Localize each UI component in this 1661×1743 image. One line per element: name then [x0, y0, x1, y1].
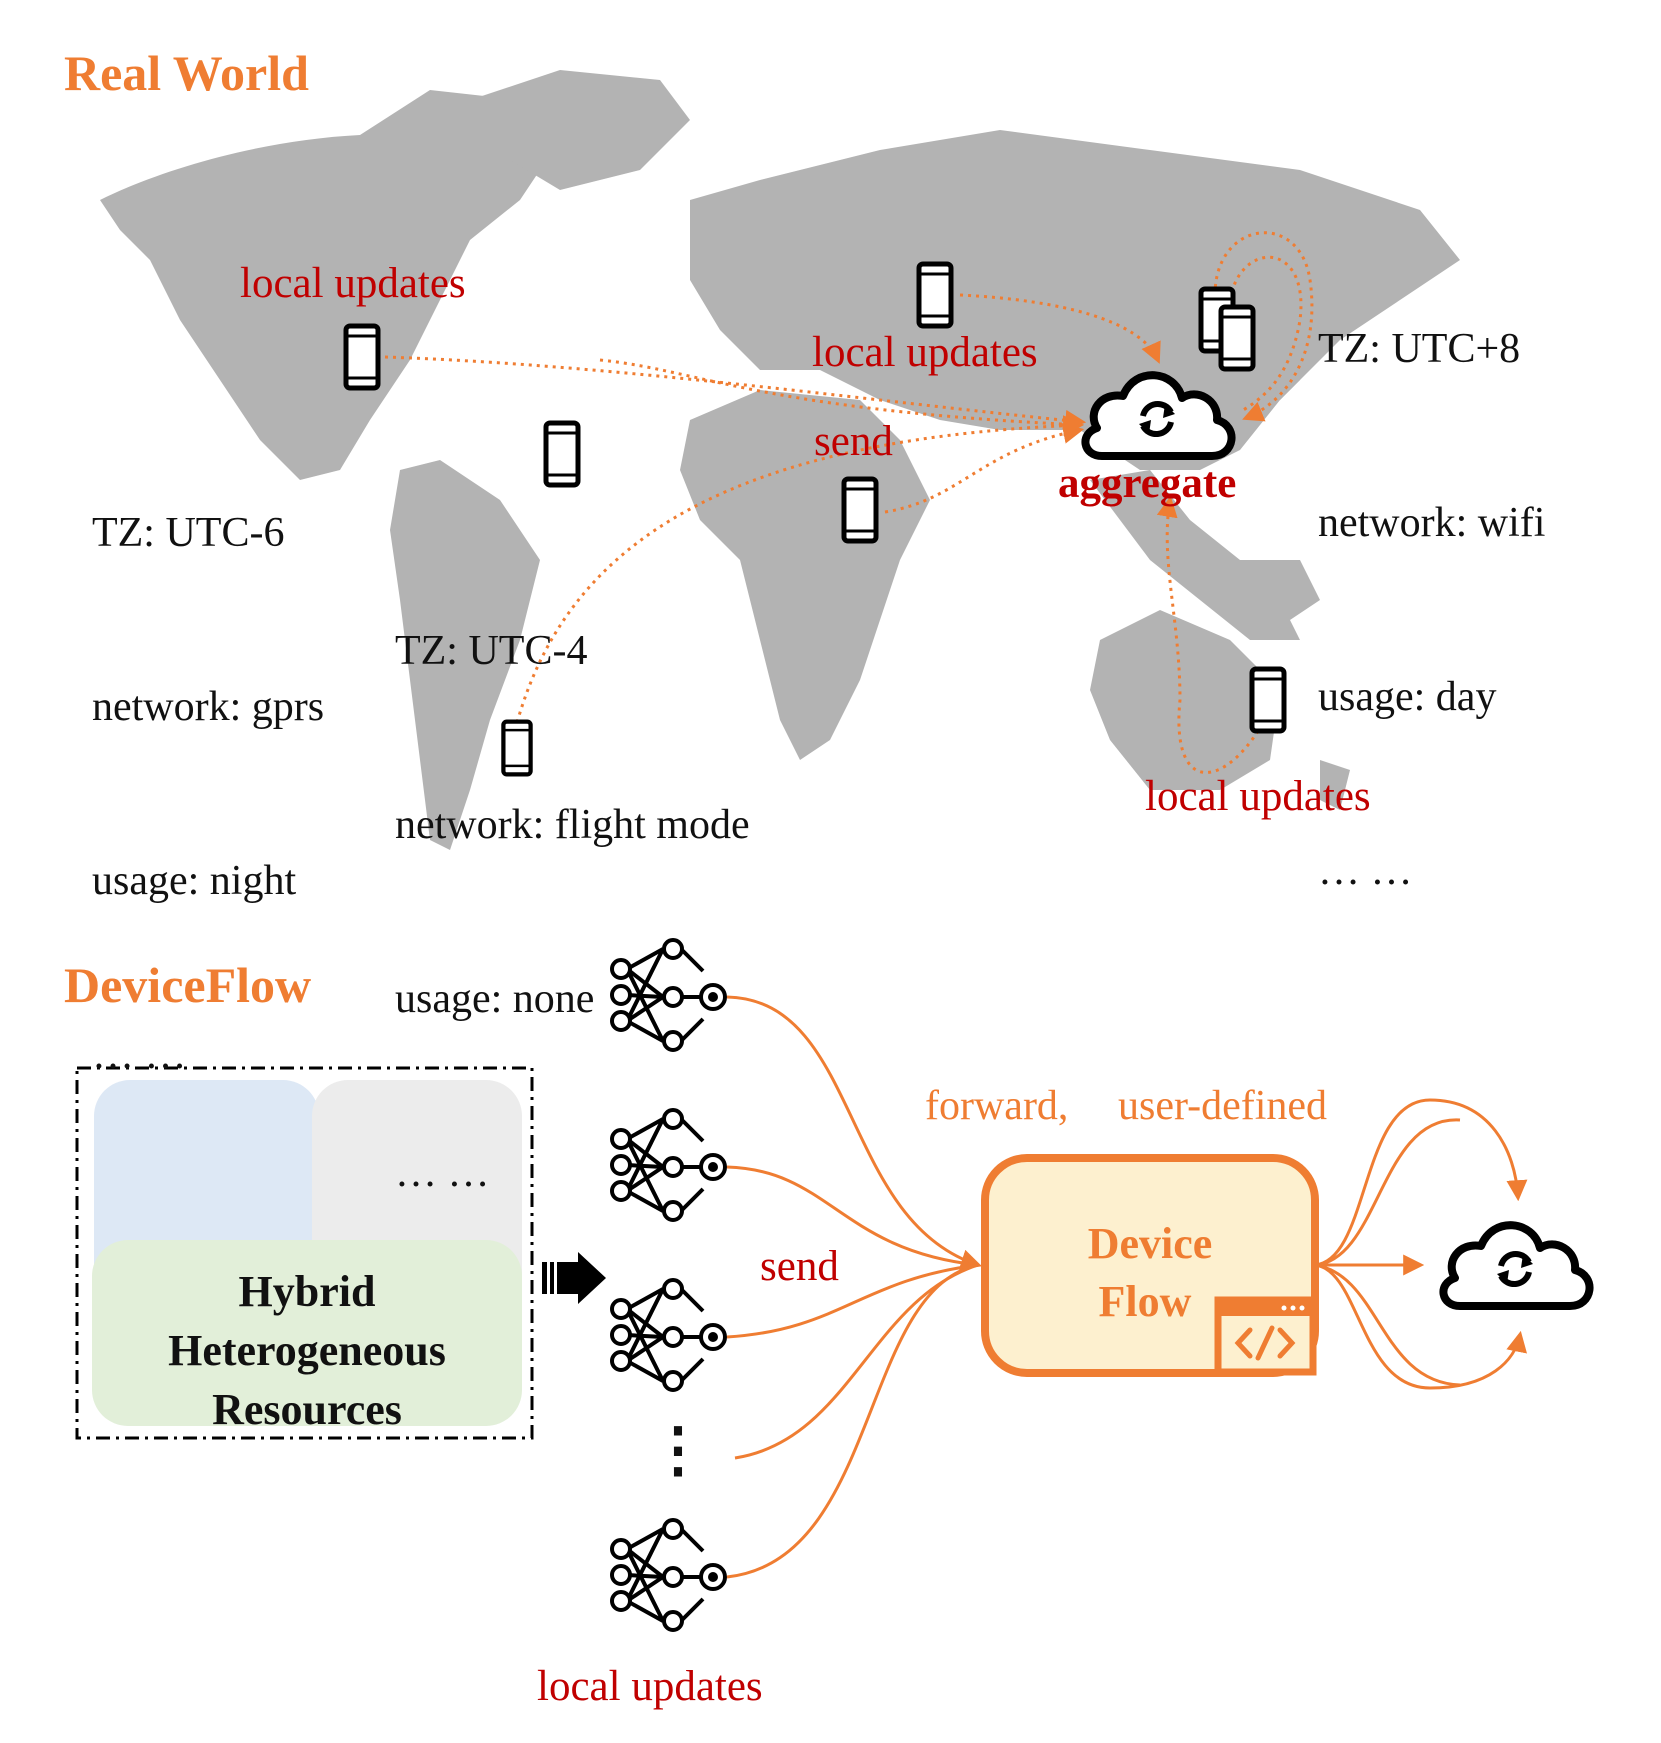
- device-usage: usage: night: [92, 858, 297, 904]
- cloud-sync-icon: [1443, 1225, 1589, 1306]
- flow-au-to-cloud: [1156, 495, 1272, 774]
- resources-line-1: Hybrid: [238, 1267, 376, 1316]
- device-network: network: wifi: [1318, 500, 1546, 546]
- code-window-icon: [1214, 1296, 1317, 1376]
- device-tz: TZ: UTC-4: [395, 628, 588, 674]
- flow-na-to-cloud-2: [599, 358, 1083, 427]
- flow-na-to-cloud: [384, 355, 1087, 431]
- device-info-asia: TZ: UTC+8 network: wifi usage: day … …: [1318, 204, 1545, 958]
- neural-network-icon: [610, 1518, 727, 1632]
- resources-panel: [75, 1066, 534, 1440]
- phone-icon: [1221, 307, 1253, 369]
- device-flow-edges: [726, 995, 1528, 1579]
- send-label-map: send: [814, 418, 893, 465]
- device-network: network: flight mode: [395, 802, 750, 848]
- local-updates-label-flow: local updates: [537, 1663, 763, 1710]
- neural-network-icon: [610, 1278, 727, 1392]
- device-more: … …: [395, 1150, 490, 1196]
- user-defined-label: user-defined: [1118, 1083, 1328, 1129]
- device-flow-line-2: Flow: [1098, 1277, 1192, 1326]
- device-usage: usage: none: [395, 976, 595, 1022]
- arrow-right-icon: [542, 1252, 606, 1304]
- device-usage: usage: day: [1318, 674, 1497, 720]
- device-network: network: gprs: [92, 684, 325, 730]
- device-more: … …: [1318, 848, 1413, 894]
- phone-icon: [919, 264, 951, 326]
- ellipsis-vertical: ⋮: [648, 1417, 708, 1483]
- local-updates-label-eu: local updates: [812, 329, 1038, 376]
- device-more: … …: [92, 1032, 187, 1078]
- phone-icon: [844, 479, 876, 541]
- device-info-na: TZ: UTC-6 network: gprs usage: night … …: [92, 388, 324, 1142]
- flow-asia-loop-1: [1213, 231, 1314, 422]
- phone-icon: [346, 326, 378, 388]
- deviceflow-title: DeviceFlow: [64, 957, 312, 1013]
- aggregate-label: aggregate: [1058, 460, 1237, 507]
- device-info-sa: TZ: UTC-4 network: flight mode usage: no…: [395, 506, 750, 1260]
- phone-icon: [1252, 669, 1284, 731]
- resources-line-3: Resources: [212, 1385, 402, 1434]
- phone-icon: [546, 423, 578, 485]
- device-tz: TZ: UTC+8: [1318, 326, 1521, 372]
- flow-sa-to-cloud: [513, 415, 1085, 731]
- flow-asia-loop-2: [1228, 255, 1303, 414]
- device-flow-line-1: Device: [1087, 1219, 1213, 1268]
- local-updates-label-au: local updates: [1145, 773, 1371, 820]
- device-flow-label: Device Flow: [985, 1215, 1315, 1331]
- local-updates-label-na: local updates: [240, 260, 466, 307]
- resources-line-2: Heterogeneous: [168, 1326, 446, 1375]
- real-world-title: Real World: [64, 45, 309, 101]
- real-world-flows: [384, 231, 1314, 774]
- send-label-flow: send: [760, 1243, 839, 1290]
- resources-label: Hybrid Heterogeneous Resources: [92, 1262, 522, 1439]
- world-map: [100, 70, 1460, 850]
- flow-africa-to-cloud: [884, 423, 1085, 514]
- device-tz: TZ: UTC-6: [92, 510, 285, 556]
- forward-label: forward,: [925, 1083, 1069, 1129]
